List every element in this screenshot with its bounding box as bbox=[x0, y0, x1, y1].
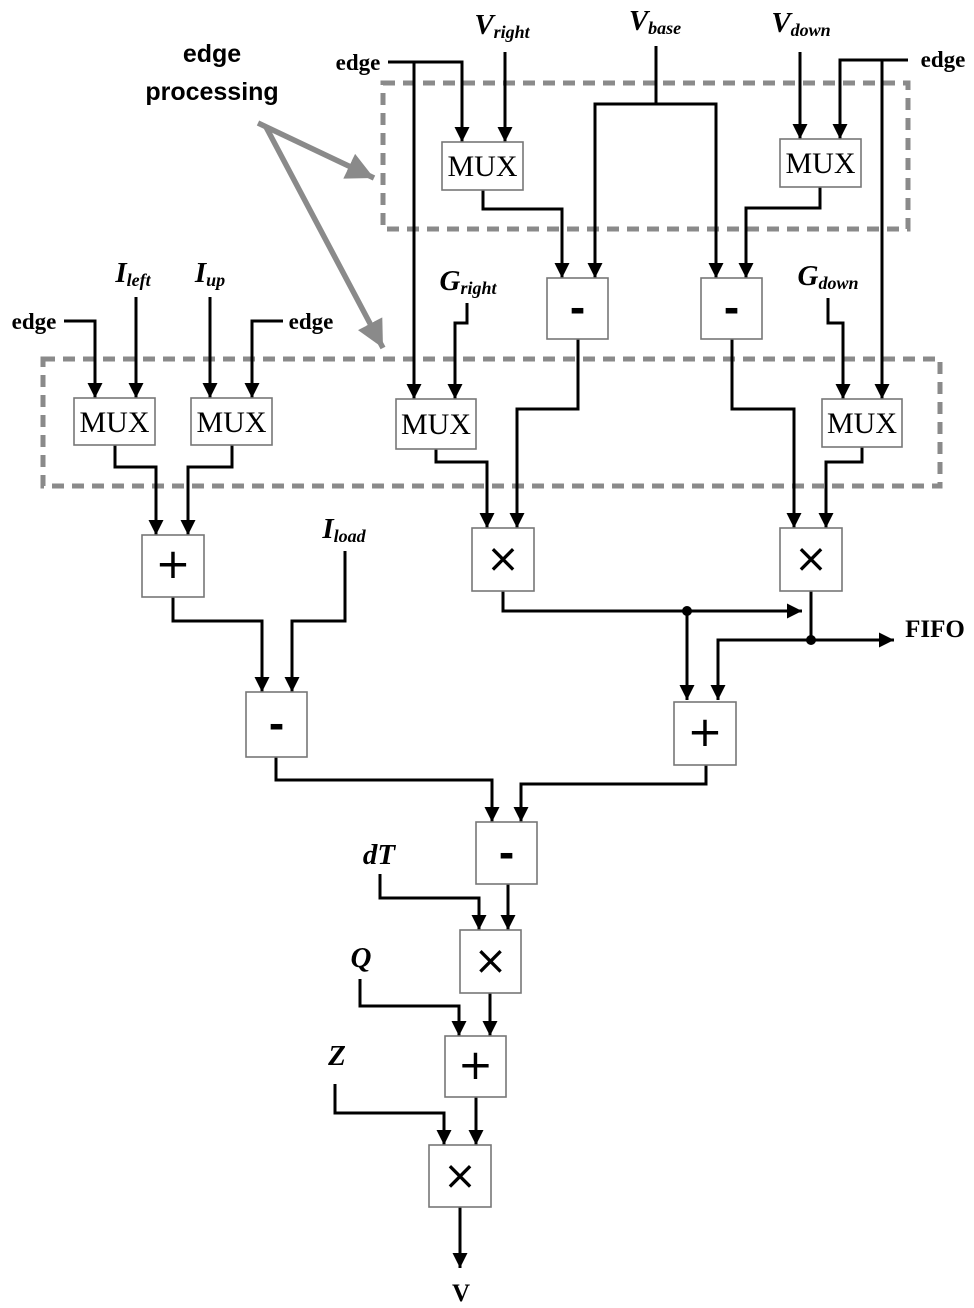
mux-g-right-label: MUX bbox=[401, 408, 471, 441]
mux-right-label: MUX bbox=[447, 150, 517, 183]
subtractor-right-symbol: - bbox=[570, 281, 585, 333]
mux-i-up: MUX bbox=[190, 397, 273, 446]
multiplier-dt-symbol: × bbox=[474, 938, 508, 984]
mux-g-right: MUX bbox=[395, 398, 477, 450]
wire-mult-right-to-fifo bbox=[501, 591, 802, 619]
mux-i-left-label: MUX bbox=[79, 406, 149, 439]
subtractor-final-symbol: - bbox=[499, 826, 514, 878]
label-edge-mid-right: edge bbox=[289, 309, 334, 334]
wire-sub-left-out bbox=[274, 757, 500, 822]
label-q: Q bbox=[351, 942, 372, 974]
multiplier-right-symbol: × bbox=[486, 536, 520, 582]
label-output-v: V bbox=[452, 1280, 470, 1307]
mux-g-down-label: MUX bbox=[827, 407, 897, 440]
mux-down-label: MUX bbox=[785, 147, 855, 180]
label-edge-top-left: edge bbox=[336, 50, 381, 75]
wire-mux-gdown-out bbox=[818, 447, 864, 528]
wire-sub-down-out bbox=[730, 339, 802, 528]
label-z: Z bbox=[327, 1040, 346, 1072]
subtractor-down: - bbox=[700, 277, 763, 340]
annotation-processing-label: processing bbox=[145, 78, 278, 106]
label-v-base: Vbase bbox=[629, 5, 681, 38]
label-dt: dT bbox=[363, 839, 397, 871]
multiplier-z: × bbox=[428, 1144, 492, 1208]
wire-mult-down-to-fifo bbox=[809, 591, 894, 648]
wire-q bbox=[358, 979, 467, 1036]
junction-dot-down bbox=[806, 635, 816, 645]
label-v-right: Vright bbox=[474, 9, 530, 42]
wire-v-base-left bbox=[587, 102, 656, 278]
annotation-edge-label: edge bbox=[183, 40, 241, 68]
label-i-up: Iup bbox=[194, 257, 225, 290]
mux-i-up-label: MUX bbox=[196, 406, 266, 439]
edge-processing-frame-middle bbox=[40, 356, 943, 489]
wire-mux-iup-out bbox=[180, 445, 234, 535]
label-g-right: Gright bbox=[440, 265, 498, 298]
multiplier-right: × bbox=[471, 527, 535, 592]
wire-edge-left-top bbox=[388, 60, 470, 142]
mux-i-left: MUX bbox=[73, 397, 156, 446]
wire-i-load bbox=[284, 551, 347, 692]
annotation-pointer-top bbox=[256, 120, 376, 181]
wire-edge-right-top bbox=[832, 58, 908, 139]
mux-g-down: MUX bbox=[821, 398, 903, 448]
label-i-left: Ileft bbox=[114, 257, 151, 290]
adder-conductance-symbol: + bbox=[687, 707, 722, 756]
junction-dot-right bbox=[682, 606, 692, 616]
wire-edge-mid-left bbox=[64, 319, 103, 398]
multiplier-down: × bbox=[779, 527, 843, 592]
multiplier-dt: × bbox=[459, 929, 522, 994]
adder-q: + bbox=[444, 1035, 507, 1098]
wire-g-right bbox=[447, 303, 469, 399]
adder-conductance: + bbox=[673, 701, 737, 766]
adder-q-symbol: + bbox=[458, 1040, 493, 1089]
wire-z bbox=[333, 1084, 452, 1145]
wire-add-left-out bbox=[171, 597, 270, 692]
wire-v-base-right bbox=[656, 102, 724, 278]
label-v-down: Vdown bbox=[771, 7, 830, 40]
multiplier-down-symbol: × bbox=[794, 536, 828, 582]
subtractor-load-symbol: - bbox=[269, 697, 284, 749]
wire-mux-ileft-out bbox=[113, 445, 164, 535]
wire-add-right-out bbox=[513, 765, 708, 822]
wire-dt bbox=[378, 874, 487, 930]
wire-mux-down-out bbox=[738, 187, 822, 278]
subtractor-final: - bbox=[475, 821, 538, 885]
wire-mux-right-out bbox=[481, 190, 570, 278]
adder-currents-symbol: + bbox=[155, 539, 190, 588]
label-fifo: FIFO bbox=[905, 616, 965, 643]
label-i-load: Iload bbox=[321, 513, 366, 546]
wire-g-down bbox=[826, 298, 851, 399]
label-edge-top-right: edge bbox=[921, 47, 966, 72]
subtractor-load: - bbox=[245, 691, 308, 758]
mux-down: MUX bbox=[779, 138, 862, 188]
wire-edge-mid-right bbox=[244, 319, 283, 398]
subtractor-down-symbol: - bbox=[724, 281, 739, 333]
label-g-down: Gdown bbox=[798, 260, 859, 293]
edge-processing-frame-top bbox=[380, 80, 911, 232]
label-edge-mid-left: edge bbox=[12, 309, 57, 334]
mux-right: MUX bbox=[441, 141, 524, 191]
annotation-pointer-middle bbox=[263, 125, 386, 350]
subtractor-right: - bbox=[546, 277, 609, 340]
wire-sub-right-out bbox=[509, 339, 580, 528]
wire-fifo-tap-down bbox=[710, 638, 811, 700]
wire-mux-gright-out bbox=[434, 449, 495, 528]
adder-currents: + bbox=[141, 534, 205, 598]
multiplier-z-symbol: × bbox=[443, 1153, 477, 1199]
